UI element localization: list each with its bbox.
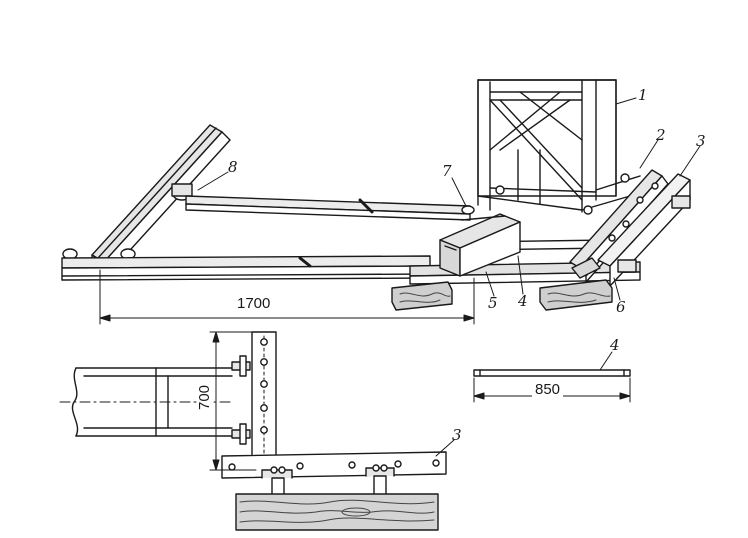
dimension-700: [209, 331, 257, 471]
dimension-700-label: 700: [196, 382, 214, 413]
cross-member: [439, 205, 521, 277]
bar-detail: [473, 369, 631, 377]
callout-5: 5: [488, 294, 498, 312]
callout-8: 8: [228, 158, 238, 176]
leader-lines: [197, 97, 701, 301]
callout-3: 3: [696, 132, 706, 150]
callout-2: 2: [656, 126, 666, 144]
callout-4-detail: 4: [610, 336, 620, 354]
dimension-1700-label: 1700: [234, 296, 274, 311]
callout-7: 7: [442, 162, 452, 180]
sleeper-detail: [235, 493, 439, 531]
callout-1: 1: [638, 86, 648, 104]
callout-6: 6: [616, 298, 626, 316]
callout-4: 4: [518, 292, 528, 310]
sleepers: [391, 279, 613, 311]
right-rail: [569, 169, 691, 287]
callout-3-detail: 3: [452, 426, 462, 444]
dimension-1700: [99, 269, 475, 325]
truss-tower: [477, 79, 641, 215]
dimension-850-label: 850: [532, 382, 564, 397]
longitudinal-beams: [61, 195, 641, 285]
beam-section: [59, 367, 233, 437]
leader-3-detail: [435, 439, 455, 457]
bracket-plate: [221, 331, 447, 503]
left-rail: [62, 124, 231, 275]
